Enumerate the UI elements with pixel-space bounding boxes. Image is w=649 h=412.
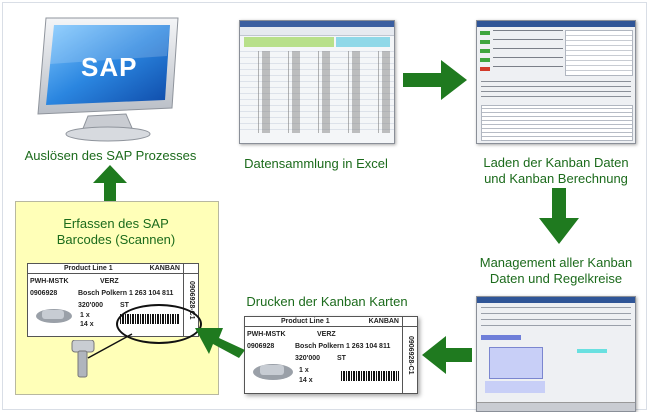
card-product-line: Product Line 1 [281,318,330,325]
card-kanban-title: KANBAN [368,318,399,325]
sap-monitor: SAP [28,16,183,146]
card-material-no: 0906928 [247,343,275,350]
kanban-card-print: Product Line 1 KANBAN PWH-MSTK VERZ 0906… [244,316,418,394]
label-loading-line1: Laden der Kanban Daten [483,155,629,170]
arrow-monitor-to-excel [403,60,467,100]
part-image [251,357,295,383]
card-side-code: 0906928-C1 [183,264,198,336]
card-kanban-title: KANBAN [149,265,180,272]
arrow-print-to-scan [195,328,245,358]
card-unit: ST [120,302,129,309]
card-side-code: 0906928-C1 [402,317,417,393]
card-supplier-code: PWH-MSTK [30,278,69,285]
card-quantity: 320'000 [78,302,104,309]
card-destination: VERZ [317,331,336,338]
card-description: Bosch Polkern 1 263 104 811 [78,290,174,297]
card-pack-b: 14 x [80,321,94,328]
card-destination: VERZ [100,278,119,285]
label-scan-line1: Erfassen des SAP [63,216,169,231]
card-pack-b: 14 x [299,377,313,384]
label-scan-line2: Barcodes (Scannen) [56,232,176,247]
arrow-up-to-sap [93,165,127,201]
kanban-calc-screenshot [476,20,636,144]
barcode-scanner-icon [68,339,98,380]
label-print-cards: Drucken der Kanban Karten [246,294,408,309]
barcode-circle [116,304,202,344]
label-data-collection: Datensammlung in Excel [244,156,388,171]
card-material-no: 0906928 [30,290,58,297]
kanban-management-screenshot [476,296,636,412]
excel-screenshot [239,20,395,144]
card-pack-a: 1 x [299,367,309,374]
card-unit: ST [337,355,346,362]
label-management-line1: Management aller Kanban [479,255,633,270]
card-barcode [341,371,399,381]
arrow-management-to-print [422,336,472,374]
card-supplier-code: PWH-MSTK [247,331,286,338]
card-description: Bosch Polkern 1 263 104 811 [295,343,391,350]
card-pack-a: 1 x [80,312,90,319]
label-management-line2: Daten und Regelkreise [489,271,623,286]
card-product-line: Product Line 1 [64,265,113,272]
card-quantity: 320'000 [295,355,321,362]
label-sap-trigger: Auslösen des SAP Prozesses [24,148,197,163]
arrow-down-to-management [539,188,579,244]
sap-logo-text: SAP [81,52,138,82]
part-image [34,302,74,326]
label-loading-line2: und Kanban Berechnung [484,171,628,186]
